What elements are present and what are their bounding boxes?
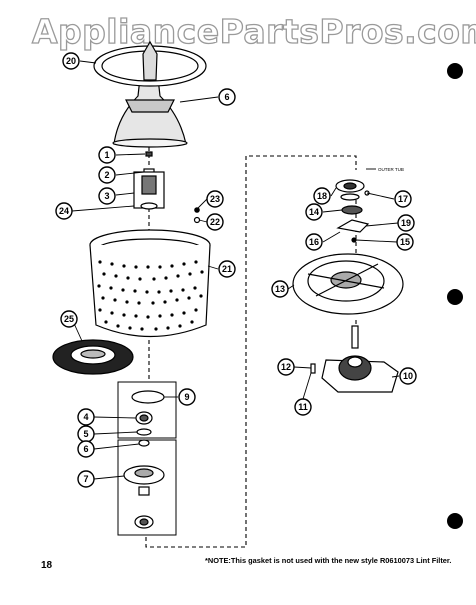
callout-15: 15 [396,233,414,251]
svg-text:11: 11 [298,402,308,412]
svg-text:2: 2 [104,170,109,180]
outer-tub-label: OUTER TUB [378,167,404,172]
svg-text:24: 24 [59,206,69,216]
callout-1: 1 [98,146,116,164]
svg-text:20: 20 [66,56,76,66]
footnote-text: *NOTE:This gasket is not used with the n… [205,556,451,565]
svg-text:25: 25 [64,314,74,324]
svg-text:17: 17 [398,194,408,204]
callout-17: 17 [394,190,412,208]
tub-bottom-part [292,253,404,315]
svg-text:15: 15 [400,237,410,247]
callout-24: 24 [55,202,73,220]
svg-text:23: 23 [210,194,220,204]
svg-text:5: 5 [83,429,88,439]
svg-text:6: 6 [224,92,229,102]
svg-text:19: 19 [401,218,411,228]
callout-16: 16 [305,233,323,251]
callout-25: 25 [60,310,78,328]
binder-hole-top [447,63,463,79]
drive-bell-part [133,171,165,210]
callout-11: 11 [294,398,312,416]
callout-19: 19 [397,214,415,232]
callout-9: 9 [178,388,196,406]
svg-text:12: 12 [281,362,291,372]
callout-7: 7 [77,470,95,488]
svg-text:6: 6 [83,444,88,454]
callout-5: 5 [77,425,95,443]
gasket-part [52,339,134,375]
page-number: 18 [41,560,53,571]
seal-stack-parts [335,179,370,243]
svg-text:1: 1 [104,150,109,160]
svg-text:22: 22 [210,217,220,227]
callout-21: 21 [218,260,236,278]
agitator-part [93,40,207,148]
svg-text:14: 14 [309,207,319,217]
callout-12: 12 [277,358,295,376]
svg-text:16: 16 [309,237,319,247]
callout-18: 18 [313,187,331,205]
callout-23: 23 [206,190,224,208]
callout-3: 3 [98,187,116,205]
svg-text:3: 3 [104,191,109,201]
callout-2: 2 [98,166,116,184]
svg-text:21: 21 [222,264,232,274]
svg-text:10: 10 [403,371,413,381]
svg-text:13: 13 [275,284,285,294]
transmission-part [321,325,399,393]
callout-14: 14 [305,203,323,221]
svg-text:9: 9 [184,392,189,402]
svg-text:18: 18 [317,191,327,201]
callout-4: 4 [77,408,95,426]
callout-6-agitator: 6 [218,88,236,106]
callout-10: 10 [399,367,417,385]
binder-hole-bottom [447,513,463,529]
bracket-box-upper [117,381,177,439]
callout-20: 20 [62,52,80,70]
callout-13: 13 [271,280,289,298]
watermark-text: AppliancePartsPros.com [32,12,476,51]
binder-hole-middle [447,289,463,305]
svg-text:7: 7 [83,474,88,484]
callout-22: 22 [206,213,224,231]
callout-6-lower: 6 [77,440,95,458]
wash-basket-part [89,229,211,338]
svg-text:4: 4 [83,412,88,422]
